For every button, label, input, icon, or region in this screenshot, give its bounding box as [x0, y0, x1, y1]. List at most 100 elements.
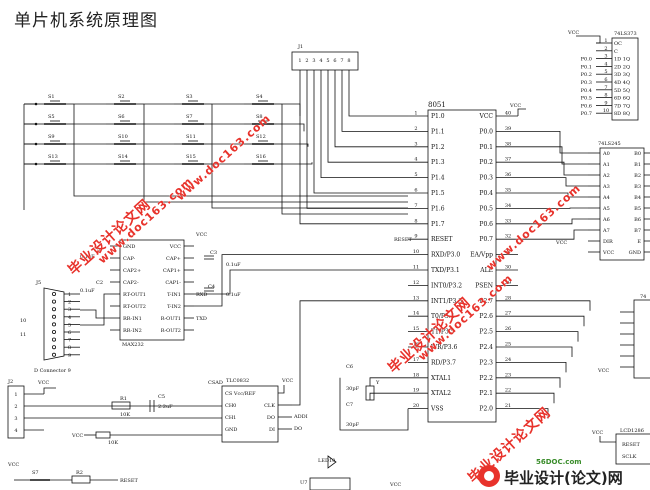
resistor-r1	[111, 401, 131, 410]
max232-right-label: T-IN2	[167, 304, 181, 310]
r1-label: R1	[120, 396, 127, 402]
mcu-pin-number: 37	[505, 157, 511, 163]
buffer-right-label: B6	[634, 217, 641, 223]
vcc-label: VCC	[195, 232, 207, 238]
latch-pin-number: 2	[604, 46, 607, 52]
junction-dot	[34, 102, 38, 106]
latch-left-label: P0.7	[581, 111, 592, 117]
mcu-pin-label: WR/P3.6	[431, 344, 457, 351]
mcu-pin-label: P1.7	[431, 221, 445, 228]
adc-signal-label: CSAD	[208, 380, 223, 386]
mcu-pin-label: P2.3	[479, 359, 493, 366]
mcu-pin-number: 30	[505, 265, 511, 271]
mcu-pin-label: INT1/P3.3	[431, 298, 462, 305]
adc-left-label: GND	[225, 427, 237, 433]
buffer-left-label: A5	[602, 206, 610, 212]
adc-right-label: DO	[267, 415, 275, 421]
wire	[576, 35, 601, 44]
lcd-sclk-label: SCLK	[622, 454, 637, 460]
max232-right-label: CAP1+	[163, 268, 181, 274]
db9-pin-number: 1	[68, 292, 71, 298]
vcc-label: VCC	[597, 368, 609, 374]
resistor-r2	[71, 475, 91, 484]
mcu-pin-label: P0.4	[479, 190, 493, 197]
db9-pin-number: 5	[68, 322, 71, 328]
mcu-pin-label: EA/Vpp	[470, 252, 493, 259]
lcd-reset-label: RESET	[622, 442, 640, 448]
latch-pin-number: 3	[604, 54, 607, 60]
led-diode-icon	[327, 455, 337, 469]
ic-right-cropped	[633, 299, 650, 379]
j2-pin-number: 2	[14, 404, 17, 410]
mcu-pin-label: P0.5	[479, 205, 493, 212]
c5-label: C5	[158, 394, 165, 400]
buffer-right-label: B2	[634, 173, 641, 179]
mcu-pin-label: P2.0	[479, 406, 493, 413]
reset-label: RESET	[120, 478, 138, 484]
wire	[348, 70, 408, 117]
logo-mark-icon	[478, 465, 500, 487]
wire	[143, 104, 408, 203]
max232-right-label: VCC	[169, 244, 181, 250]
capacitor-label: C2	[96, 280, 103, 286]
db9-pin-number: 6	[68, 330, 71, 336]
wire	[194, 254, 408, 307]
wire	[282, 103, 301, 116]
crystal-name: Y	[375, 380, 380, 386]
mcu-pin-number: 23	[505, 372, 511, 378]
wire	[339, 377, 409, 431]
mcu-pin-number: 4	[414, 157, 417, 163]
mcu-pin-number: 1	[414, 111, 417, 117]
db9-pin-number: 9	[68, 353, 71, 359]
mcu-pin-number: 21	[505, 403, 511, 409]
junction-dot	[34, 142, 38, 146]
mcu-pin-label: RESET	[431, 236, 452, 243]
wire	[43, 387, 56, 394]
latch-left-label: P0.3	[581, 80, 592, 86]
wire	[518, 177, 588, 187]
latch-pin-number: 10	[603, 108, 609, 114]
j1-pin-number: 1	[298, 58, 301, 64]
latch-pin-number: 5	[604, 69, 607, 75]
latch-pin-label: C	[614, 49, 618, 55]
buffer-left-label: A3	[602, 184, 610, 190]
junction-dot	[34, 162, 38, 166]
wire	[211, 104, 408, 209]
wire	[518, 331, 579, 342]
switch-label: S14	[118, 154, 128, 160]
txd-label: TXD	[196, 316, 207, 322]
adc-left-label: CH1	[225, 415, 236, 421]
mcu-pin-label: RXD/P3.0	[431, 252, 460, 259]
adc-name: TLC0832	[226, 378, 249, 384]
mcu-pin-label: INT0/P3.2	[431, 282, 462, 289]
j1-pin-number: 8	[347, 58, 350, 64]
mcu-pin-label: P0.7	[479, 236, 493, 243]
vcc-label: VCC	[71, 433, 83, 439]
db9-pin	[52, 345, 57, 350]
latch-pin-number: 6	[604, 77, 607, 83]
j1-pin-number: 6	[333, 58, 336, 64]
db9-pin	[52, 329, 57, 334]
vcc-label: VCC	[567, 30, 579, 36]
switch-label: S16	[256, 154, 266, 160]
wire	[306, 70, 408, 209]
max232-left-label: CAP2+	[123, 268, 141, 274]
buffer-right-label: B5	[634, 206, 641, 212]
mcu-pin-label: P1.6	[431, 205, 445, 212]
switch-label: S11	[186, 134, 196, 140]
buffer-right-label: B7	[634, 228, 641, 234]
wire	[518, 361, 567, 373]
wire	[518, 146, 588, 165]
mcu-pin-label: P1.2	[431, 144, 445, 151]
mcu-pin-number: 36	[505, 172, 511, 178]
wire	[518, 130, 588, 154]
wire	[299, 70, 408, 225]
j1-pin-number: 4	[319, 58, 322, 64]
buffer-left-label: A0	[602, 151, 610, 157]
rxd-label: RXD	[196, 292, 207, 298]
buffer-left-label: DIR	[603, 239, 613, 245]
crystal	[365, 385, 375, 401]
buffer-name: 74LS245	[598, 141, 621, 147]
max232-left-label: RR-IN1	[123, 316, 142, 322]
